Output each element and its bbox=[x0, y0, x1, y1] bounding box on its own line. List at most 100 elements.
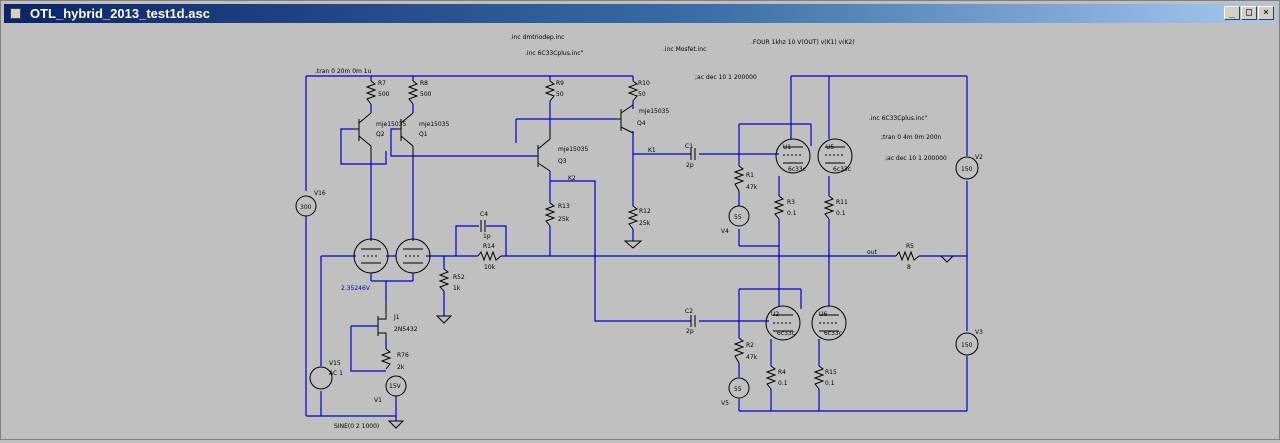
r2-value: 47k bbox=[746, 354, 758, 361]
c2-label: C2 bbox=[685, 308, 693, 315]
directive-ac-right: ;ac dec 10 1 200000 bbox=[885, 155, 947, 162]
v1-value: 15V bbox=[389, 383, 402, 390]
title-bar[interactable]: OTL_hybrid_2013_test1d.asc _ □ × bbox=[4, 4, 1276, 23]
r76-value: 2k bbox=[397, 364, 405, 371]
v2-label: V2 bbox=[975, 154, 983, 161]
r12-value: 25k bbox=[639, 220, 651, 227]
r11-value: 0.1 bbox=[836, 210, 846, 217]
directive-inc-mosfet: .inc Mosfet.inc bbox=[663, 46, 706, 53]
voltage-source-symbols bbox=[295, 156, 979, 399]
r1-value: 47k bbox=[746, 184, 758, 191]
u6-label: U6 bbox=[819, 311, 827, 318]
directive-sine: SINE(0 2 1000) bbox=[334, 423, 379, 430]
r5-value: 8 bbox=[907, 264, 911, 271]
r1-label: R1 bbox=[746, 172, 754, 179]
q3-label: Q3 bbox=[558, 158, 567, 165]
r3-label: R3 bbox=[787, 199, 795, 206]
v2-value: 150 bbox=[961, 166, 973, 173]
v15-value: AC 1 bbox=[329, 370, 343, 377]
v16-value: 300 bbox=[300, 204, 312, 211]
minimize-button[interactable]: _ bbox=[1224, 6, 1240, 20]
c4-value: 1p bbox=[483, 233, 491, 240]
directive-four: .FOUR 1khz 10 V(OUT) v(K1) v(K2) bbox=[751, 39, 855, 46]
q2-label: Q2 bbox=[376, 131, 385, 138]
c2-value: 2p bbox=[686, 328, 694, 335]
v3-label: V3 bbox=[975, 329, 983, 336]
r7-value: 500 bbox=[378, 91, 390, 98]
resistor-symbols bbox=[365, 80, 954, 390]
directive-tran-right: ;tran 0 4m 0m 200n bbox=[881, 134, 942, 141]
r52-label: R52 bbox=[453, 274, 465, 281]
ground-symbols bbox=[387, 240, 643, 429]
window-title: OTL_hybrid_2013_test1d.asc bbox=[30, 6, 210, 21]
u2-model: 6c33c bbox=[777, 330, 795, 337]
r3-value: 0.1 bbox=[787, 210, 797, 217]
close-button[interactable]: × bbox=[1258, 6, 1274, 20]
r14-label: R14 bbox=[483, 243, 495, 250]
r12-label: R12 bbox=[639, 208, 651, 215]
directive-inc-6c33-top: .inc 6C33Cplus.inc" bbox=[525, 50, 583, 57]
r4-label: R4 bbox=[778, 369, 786, 376]
maximize-button[interactable]: □ bbox=[1241, 6, 1257, 20]
net-out-label: out bbox=[867, 249, 877, 256]
q3-model: mje15035 bbox=[558, 146, 588, 153]
u5-label: U5 bbox=[826, 144, 834, 151]
q1-label: Q1 bbox=[419, 131, 428, 138]
v15-label: V15 bbox=[329, 360, 341, 367]
r15-value: 0.1 bbox=[825, 380, 835, 387]
r5-label: R5 bbox=[906, 243, 914, 250]
r4-value: 0.1 bbox=[778, 380, 788, 387]
vacuum-tube-symbols bbox=[353, 138, 853, 341]
v1-label: V1 bbox=[374, 397, 382, 404]
schematic-canvas[interactable]: .inc dmtriodep.inc .inc 6C33Cplus.inc" .… bbox=[4, 25, 1276, 439]
c1-label: C1 bbox=[685, 143, 693, 150]
capacitor-symbols bbox=[480, 148, 696, 327]
r8-label: R8 bbox=[420, 80, 428, 87]
j1-model: 2N5432 bbox=[394, 326, 418, 333]
directive-inc-dmtriodep: .inc dmtriodep.inc bbox=[510, 34, 564, 41]
r13-value: 25k bbox=[558, 216, 570, 223]
net-k2-label: K2 bbox=[568, 175, 576, 182]
r76-label: R76 bbox=[397, 352, 409, 359]
v4-value: 55 bbox=[734, 214, 742, 221]
c4-label: C4 bbox=[480, 211, 488, 218]
r52-value: 1k bbox=[453, 285, 461, 292]
q4-model: mje15035 bbox=[639, 108, 669, 115]
component-labels: R7 500 R8 500 R9 50 R10 50 mje15035 Q2 m… bbox=[300, 80, 983, 407]
v3-value: 150 bbox=[961, 342, 973, 349]
r14-value: 10k bbox=[484, 264, 496, 271]
directive-ac-top: ;ac dec 10 1 200000 bbox=[695, 74, 757, 81]
r8-value: 500 bbox=[420, 91, 432, 98]
v16-label: V16 bbox=[314, 190, 326, 197]
v5-label: V5 bbox=[721, 400, 729, 407]
wire-network bbox=[305, 75, 968, 421]
directive-tran-left: .tran 0 20m 0m 1u bbox=[315, 68, 372, 75]
net-k1-label: K1 bbox=[648, 147, 656, 154]
j1-label: J1 bbox=[393, 314, 400, 321]
bias-voltage-readout: 2.35246V bbox=[341, 285, 371, 292]
directive-labels: .inc dmtriodep.inc .inc 6C33Cplus.inc" .… bbox=[315, 34, 947, 430]
v4-label: V4 bbox=[721, 228, 729, 235]
u1-label: U1 bbox=[783, 144, 791, 151]
r9-value: 50 bbox=[556, 91, 564, 98]
r15-label: R15 bbox=[825, 369, 837, 376]
r10-label: R10 bbox=[638, 80, 650, 87]
bjt-symbols bbox=[353, 104, 634, 172]
r11-label: R11 bbox=[836, 199, 848, 206]
net-labels: K1 K2 out bbox=[568, 147, 877, 256]
q4-label: Q4 bbox=[637, 120, 646, 127]
r9-label: R9 bbox=[556, 80, 564, 87]
q2-model: mje15035 bbox=[376, 121, 406, 128]
directive-inc-6c33-right: .inc 6C33Cplus.inc" bbox=[869, 115, 927, 122]
r13-label: R13 bbox=[558, 203, 570, 210]
q1-model: mje15035 bbox=[419, 121, 449, 128]
jfet-symbol bbox=[377, 301, 387, 339]
u2-label: U2 bbox=[771, 311, 779, 318]
r2-label: R2 bbox=[746, 342, 754, 349]
c1-value: 2p bbox=[686, 162, 694, 169]
u1-model: 6c33c bbox=[788, 166, 806, 173]
u5-model: 6c33c bbox=[833, 166, 851, 173]
v5-value: 55 bbox=[734, 386, 742, 393]
r10-value: 50 bbox=[638, 91, 646, 98]
